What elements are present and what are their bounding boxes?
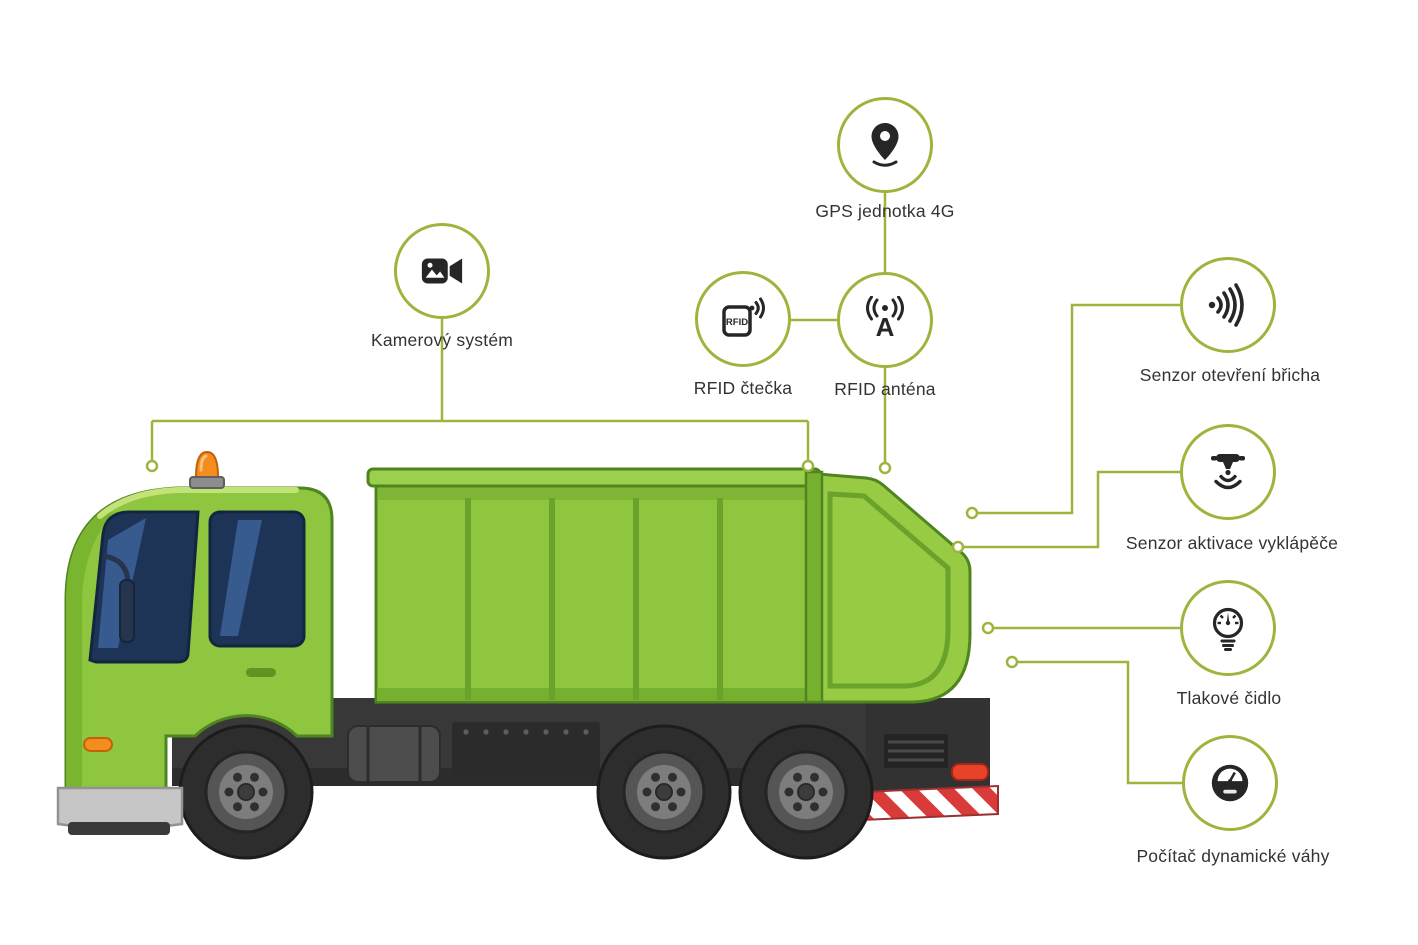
weight-scale-icon: [1211, 764, 1249, 802]
callout-label-weight-computer: Počítač dynamické váhy: [1136, 846, 1330, 866]
callout-tipper-sensor: [1180, 424, 1276, 520]
pressure-gauge-icon: [1212, 607, 1244, 651]
hazard-bumper: [861, 784, 999, 822]
rear-wheel-1: [596, 724, 732, 860]
callout-label-gps: GPS jednotka 4G: [815, 201, 955, 221]
callout-label-camera: Kamerový systém: [370, 330, 514, 350]
sound-waves-icon: [1208, 283, 1244, 327]
door-handle: [246, 668, 276, 677]
mirror: [119, 579, 135, 643]
callout-gps-unit: [837, 97, 933, 193]
connector-belly-sensor: [977, 303, 1180, 515]
taillight: [951, 763, 989, 781]
callout-pressure-sensor: [1180, 580, 1276, 676]
connector-lines: [150, 193, 1182, 785]
callout-label-belly-sensor: Senzor otevření břicha: [1139, 365, 1321, 385]
callout-label-rfid-reader: RFID čtečka: [693, 378, 793, 398]
callout-weight-computer: [1182, 735, 1278, 831]
rfid-antenna-icon-text: A: [876, 312, 895, 342]
callout-label-rfid-antenna: RFID anténa: [834, 379, 936, 399]
rear-wheel-2: [738, 724, 874, 860]
callout-rfid-reader: RFID: [695, 271, 791, 367]
container-top-rim: [366, 467, 822, 488]
video-camera-icon: [421, 258, 463, 284]
connector-weight-computer: [1017, 660, 1182, 785]
truck-hopper: [804, 470, 972, 704]
front-wheel: [178, 724, 314, 860]
truck-container: [366, 467, 822, 704]
callout-label-tipper-sensor: Senzor aktivace vyklápěče: [1125, 533, 1339, 553]
callout-camera-system: [394, 223, 490, 319]
proximity-sensor-icon: [1211, 454, 1245, 490]
rfid-antenna-icon: A: [866, 296, 904, 342]
connector-endpoints: [145, 459, 1019, 669]
rfid-reader-icon-text: RFID: [726, 317, 748, 328]
callout-rfid-antenna: A: [837, 272, 933, 368]
truck-cab: [56, 450, 334, 835]
gps-pin-icon: [871, 123, 899, 167]
callout-belly-sensor: [1180, 257, 1276, 353]
callout-label-pressure-sensor: Tlakové čidlo: [1176, 688, 1282, 708]
front-indicator-light: [83, 737, 113, 752]
rfid-reader-icon: RFID: [722, 297, 765, 337]
connector-tipper-sensor: [963, 470, 1180, 549]
connector-camera: [150, 319, 810, 461]
